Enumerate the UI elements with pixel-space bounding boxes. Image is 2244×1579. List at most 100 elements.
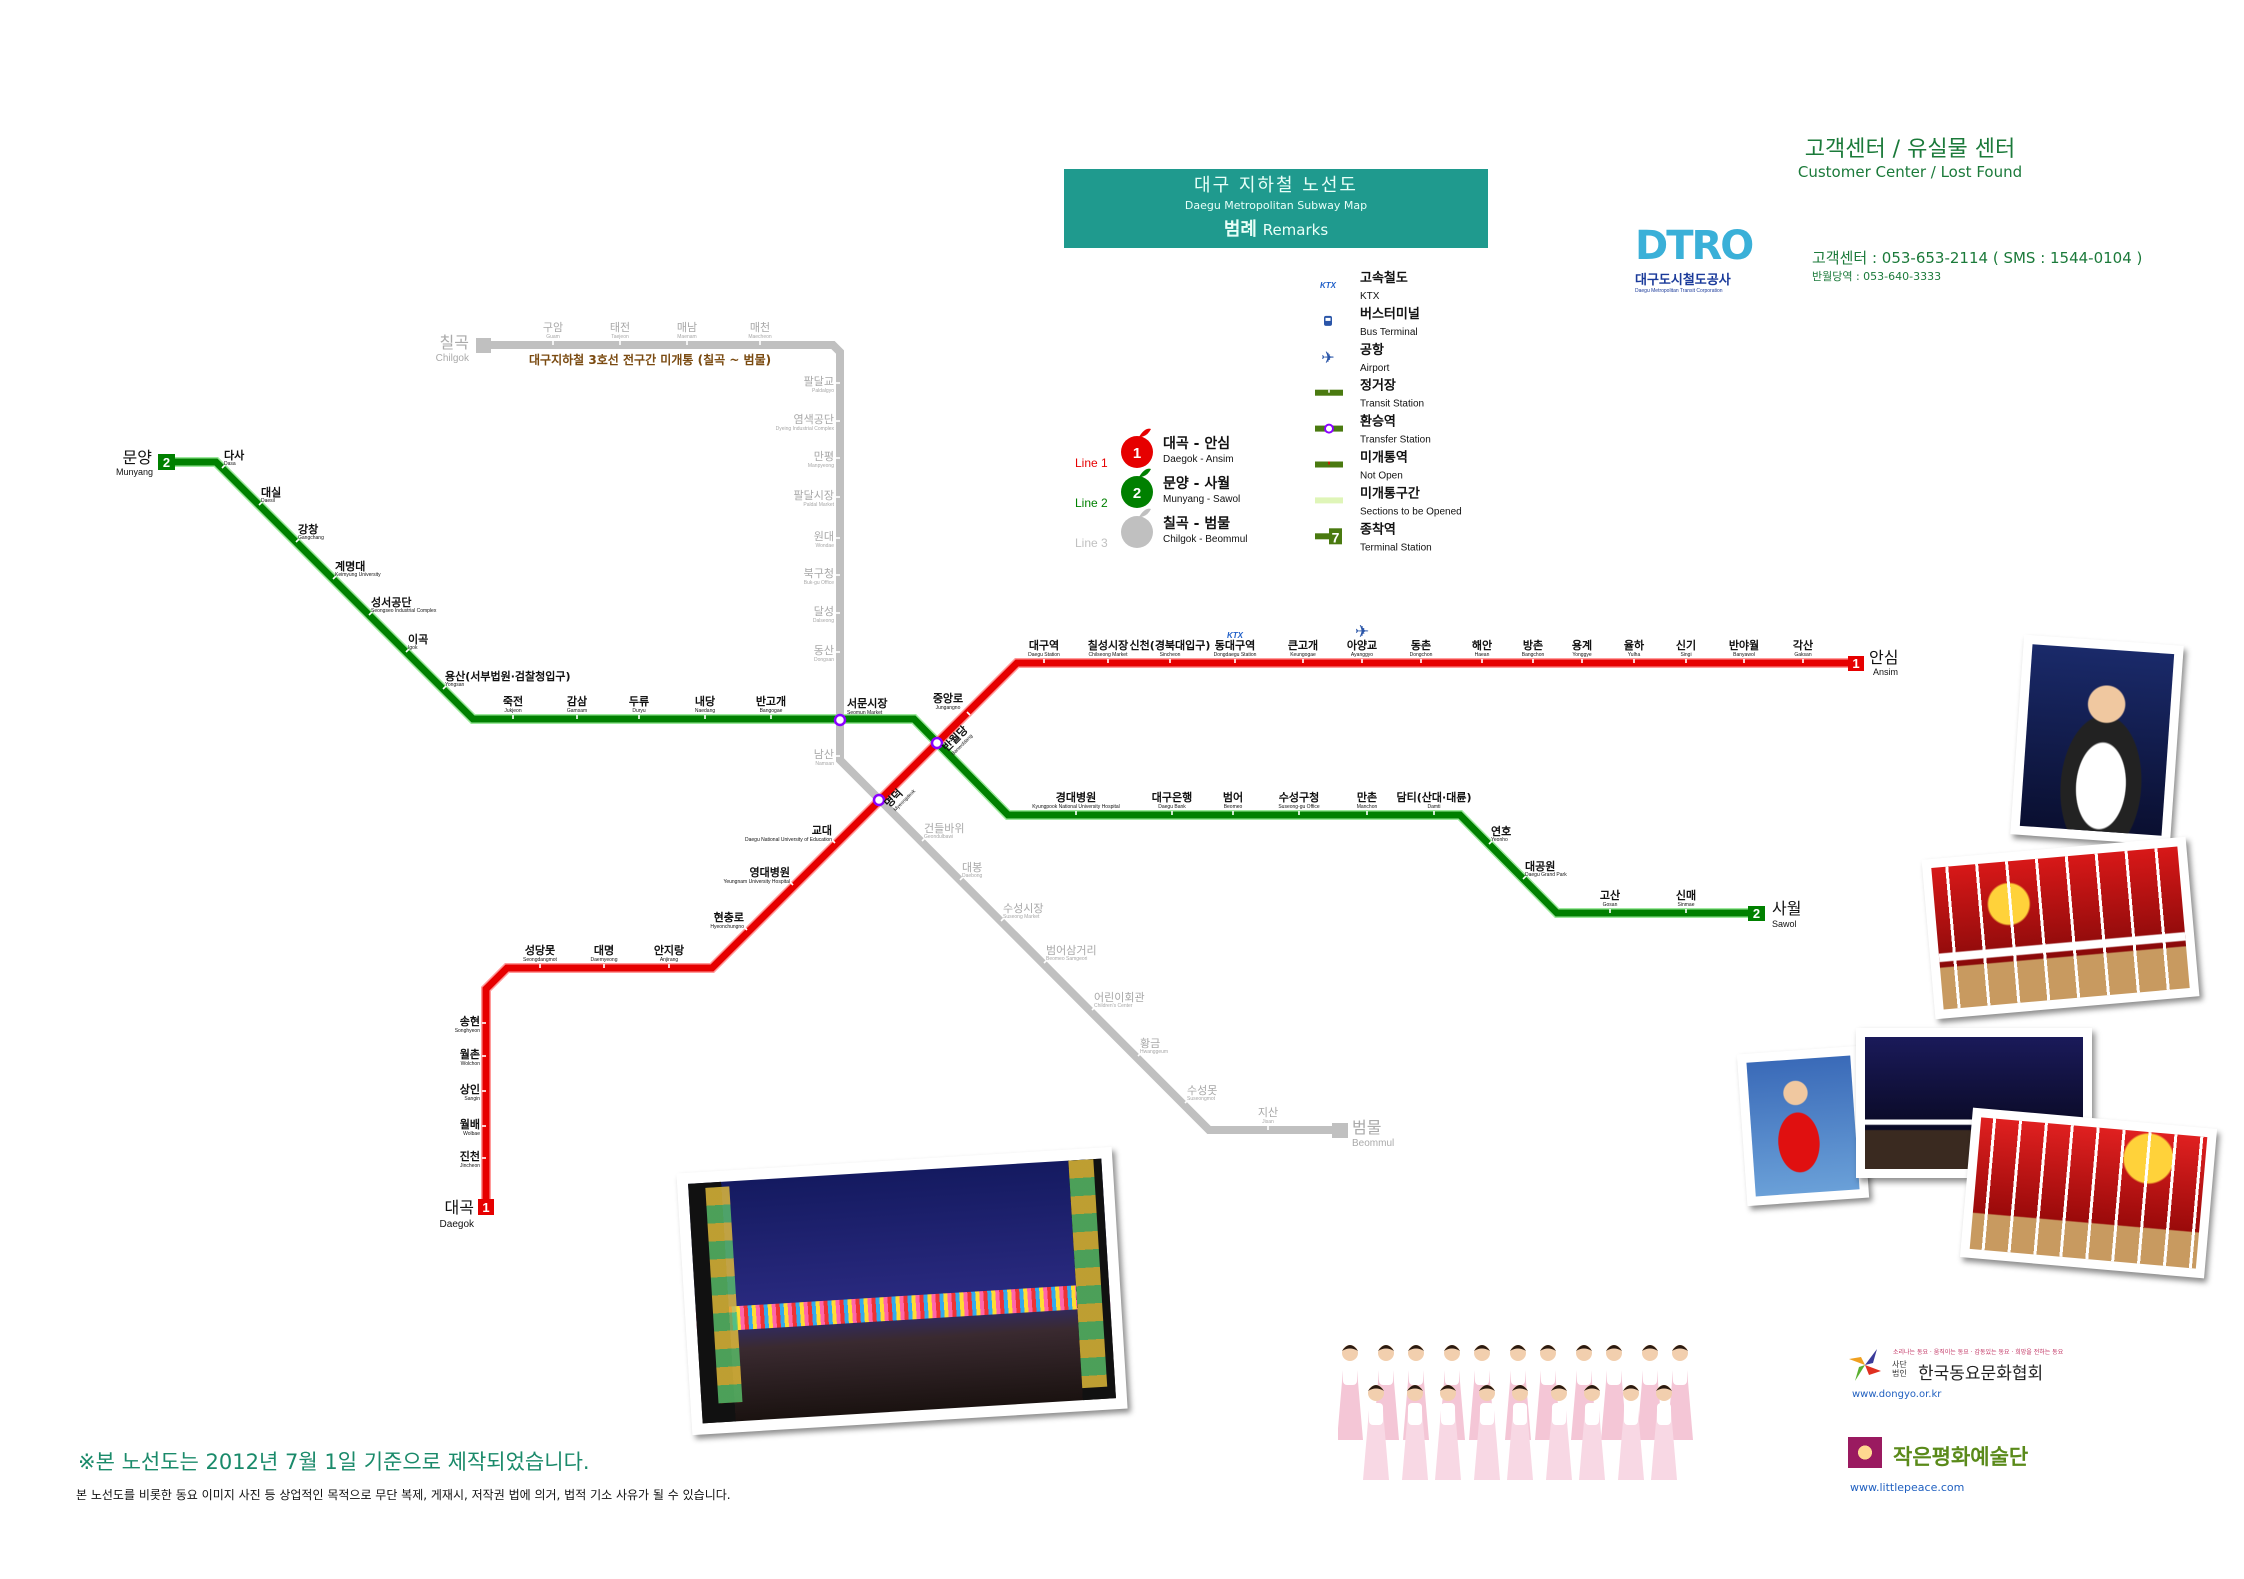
child-figure — [1546, 1385, 1572, 1490]
svg-text:1: 1 — [482, 1200, 489, 1215]
dongyo-url[interactable]: www.dongyo.or.kr — [1852, 1389, 1942, 1400]
line-1-station[interactable]: 신천(경북대입구)Sincheon — [1130, 638, 1211, 663]
station-name-kr: 팔달시장 — [794, 489, 834, 502]
station-name-en: Naedang — [695, 708, 716, 714]
station-name-en: Daesil — [261, 498, 275, 504]
station-tick — [1091, 1006, 1096, 1011]
apple-icon — [1121, 436, 1153, 468]
apple-icon — [1121, 476, 1153, 508]
transfer-station-seomun[interactable]: 서문시장 Seomun Market — [833, 696, 887, 727]
transfer-station-myeongdeok[interactable]: 명덕 Myeongdeok — [872, 778, 917, 814]
station-name-en: Hyeonchungno — [710, 924, 744, 930]
station-name-en: Jungangno — [936, 705, 961, 711]
station-name-en: Jincheon — [460, 1163, 480, 1169]
station-name-en: Yulha — [1628, 652, 1641, 658]
station-name-kr: 감삼 — [567, 694, 587, 708]
apple-icon — [1121, 516, 1153, 548]
legend-item-en: Transit Station — [1360, 399, 1424, 410]
svg-text:서문시장: 서문시장 — [847, 696, 887, 710]
station-name-en: Wolchon — [461, 1061, 481, 1067]
station-name-en: Dongsan — [814, 657, 834, 663]
station-name-kr: 신기 — [1676, 638, 1696, 652]
line-2-station[interactable]: 담티(산대·대륜)Damti — [1397, 790, 1472, 815]
station-name-en: Singi — [1680, 652, 1691, 658]
littlepeace-url[interactable]: www.littlepeace.com — [1850, 1481, 1965, 1494]
terminal-name-kr: 칠곡 — [440, 333, 469, 352]
station-name-kr: 지산 — [1258, 1106, 1278, 1119]
line-2-station[interactable]: 용산(서부법원·검찰청입구)Yongsan — [442, 669, 571, 690]
line-1 — [481, 658, 1850, 1205]
station-name-kr: 황금 — [1140, 1037, 1160, 1050]
station-name-kr: 큰고개 — [1288, 638, 1318, 652]
